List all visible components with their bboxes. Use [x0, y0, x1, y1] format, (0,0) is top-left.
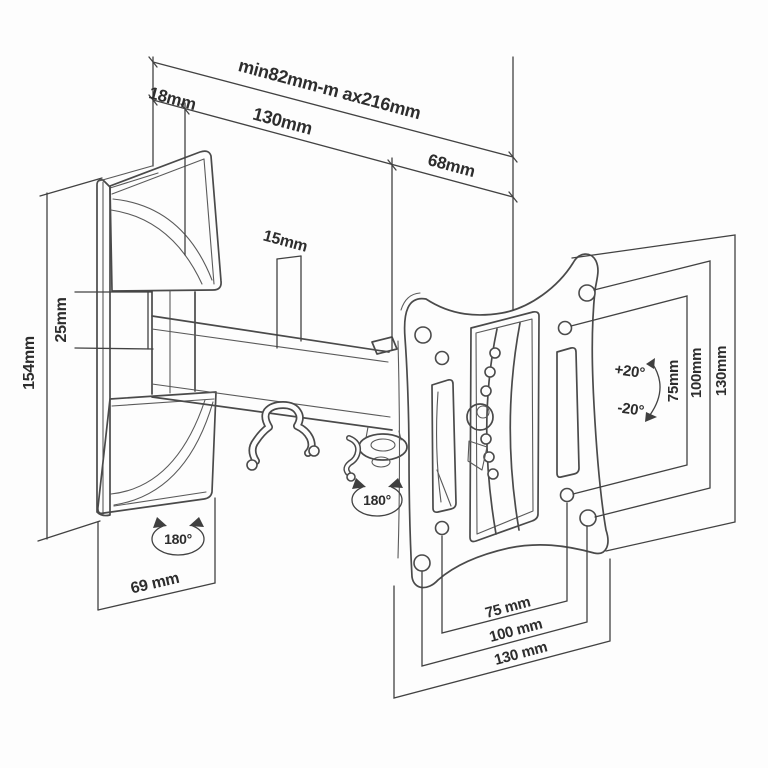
arm-width-label: 15mm: [261, 228, 309, 256]
swivel-nut: [371, 456, 391, 468]
arm-swivel-annotation: 180°: [351, 478, 403, 517]
rocker-hole: [487, 468, 499, 480]
vesa-vertical-75-label: 75mm: [665, 360, 682, 402]
plate-window: [469, 310, 540, 543]
arm-top-edge: [151, 315, 390, 353]
corner-hole-tr: [578, 284, 596, 302]
tilt-annotation: +20° -20°: [613, 358, 661, 422]
top-shell: [109, 150, 222, 292]
vesa-vertical-dimensions: 75mm 100mm 130mm: [570, 234, 736, 552]
dim-line-extension-range: [152, 61, 514, 158]
left-slot: [431, 378, 457, 514]
tilt-up-label: +20°: [613, 361, 646, 382]
small-hook-ball: [346, 472, 356, 482]
base-swivel-annotation: 180°: [151, 517, 205, 556]
vesa-plate-outline: [403, 253, 609, 589]
vesa-vertical-100-label: 100mm: [688, 348, 705, 398]
top-dimensions: min82mm-m ax216mm 18mm 130mm 68mm: [147, 55, 518, 351]
support-arm: [151, 315, 408, 468]
base-swivel-label: 180°: [164, 531, 192, 547]
bracket-height-label: 154mm: [21, 336, 38, 390]
wall-plate-edge: [96, 179, 111, 517]
hinge-spacing-label: 25mm: [53, 297, 70, 342]
vesa-horizontal-75-label: 75 mm: [483, 593, 532, 621]
tilt-latch: [467, 440, 488, 471]
plate-thickness-left: [397, 340, 401, 559]
head-depth-label: 68mm: [426, 150, 477, 181]
wall-bracket: [96, 150, 222, 517]
rocker-hole: [484, 366, 496, 378]
rocker-hole: [489, 347, 501, 359]
tilt-down-label: -20°: [616, 399, 645, 420]
hook-ball-right: [308, 445, 320, 457]
tilt-arc: [649, 362, 661, 416]
vesa-plate: [397, 253, 609, 589]
arm-swivel-label: 180°: [363, 492, 391, 508]
vesa-vertical-130-label: 130mm: [713, 346, 730, 396]
inner-hole-tr: [557, 320, 573, 336]
inner-hole-tl: [434, 350, 450, 366]
dim-line-18-130-68: [152, 99, 514, 198]
wall-offset-label: 18mm: [147, 83, 198, 114]
left-dimensions: 154mm 25mm: [21, 177, 154, 542]
hook-ball-left: [246, 459, 258, 471]
corner-hole-tl: [414, 326, 432, 344]
right-slot: [556, 346, 580, 479]
elbow-pivot-block: [371, 336, 398, 355]
inner-hole-br: [559, 487, 575, 503]
bottom-shell: [97, 391, 217, 515]
tilt-boss: [466, 403, 494, 431]
rocker-hole: [480, 385, 492, 397]
tilt-rocker-band: [485, 328, 498, 535]
inner-hole-bl: [434, 520, 450, 536]
corner-hole-br: [579, 509, 597, 527]
arm-bottom-edge: [151, 396, 393, 431]
rocker-hole: [483, 451, 495, 463]
cable-hooks: [246, 401, 362, 482]
corner-hole-bl: [413, 554, 431, 572]
base-width-dimension: 69 mm: [97, 497, 216, 611]
arm-length-label: 130mm: [251, 104, 315, 139]
plate-thickness-top: [400, 292, 421, 311]
rocker-hole: [480, 433, 492, 445]
arm-width-dimension: 15mm: [261, 228, 309, 349]
